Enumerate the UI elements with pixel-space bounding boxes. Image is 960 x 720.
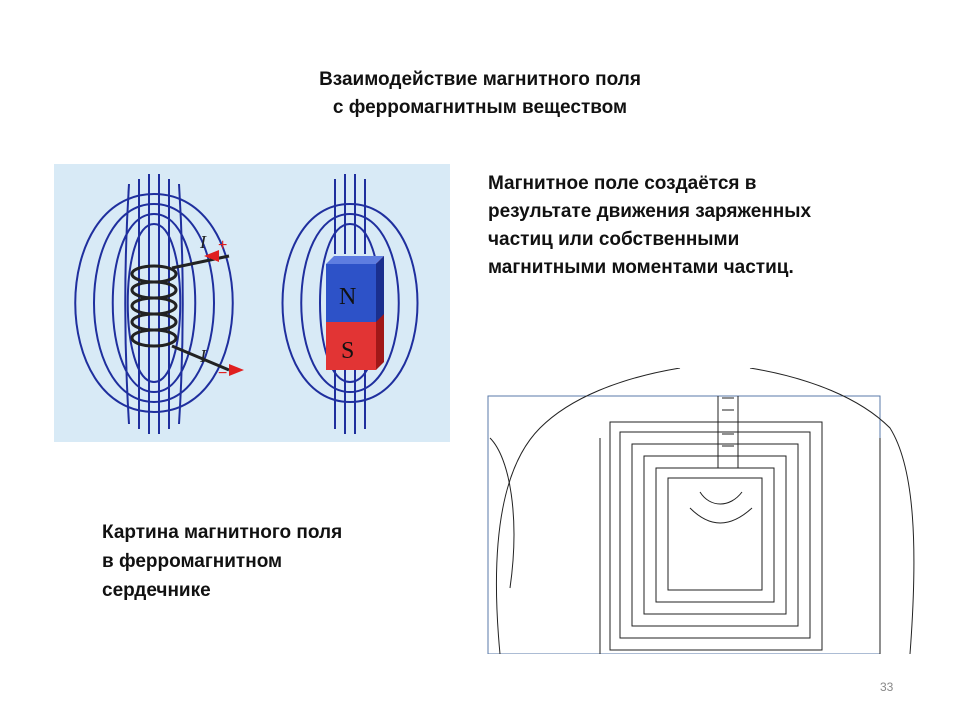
south-pole [326, 322, 376, 370]
current-label-bottom: I [199, 346, 207, 366]
north-pole [326, 264, 376, 322]
bar-magnet [326, 256, 384, 370]
core-caption: Картина магнитного поля в ферромагнитном… [102, 518, 432, 605]
description-line-3: частиц или собственными [488, 229, 740, 250]
ferromagnetic-core-field-picture [480, 368, 920, 654]
solenoid-field-lines [74, 174, 234, 434]
core-field-drawing [487, 368, 915, 654]
caption-line-3: сердечнике [102, 580, 211, 601]
slide-title: Взаимодействие магнитного поля с феррома… [0, 66, 960, 122]
magnetic-field-illustration: I + I − N S [54, 164, 450, 442]
description-line-2: результате движения заряженных [488, 201, 812, 222]
field-lines-drawing: I + I − N S [74, 174, 419, 434]
current-label-top: I [199, 232, 207, 252]
description-line-4: магнитными моментами частиц. [488, 257, 794, 278]
north-label: N [339, 284, 356, 310]
minus-label: − [218, 365, 227, 382]
plus-label: + [218, 237, 227, 254]
description-text: Магнитное поле создаётся в результате дв… [488, 170, 918, 282]
core-field-contours [489, 368, 915, 654]
core-frame [487, 395, 881, 654]
description-line-1: Магнитное поле создаётся в [488, 173, 757, 194]
solenoid-coil [130, 254, 230, 372]
caption-line-1: Картина магнитного поля [102, 522, 343, 543]
slide-title-line-1: Взаимодействие магнитного поля [319, 69, 641, 90]
south-label: S [341, 338, 354, 364]
current-arrows [204, 250, 244, 376]
caption-line-2: в ферромагнитном [102, 551, 283, 572]
slide-title-line-2: с ферромагнитным веществом [332, 97, 628, 118]
page-number: 33 [880, 680, 894, 694]
